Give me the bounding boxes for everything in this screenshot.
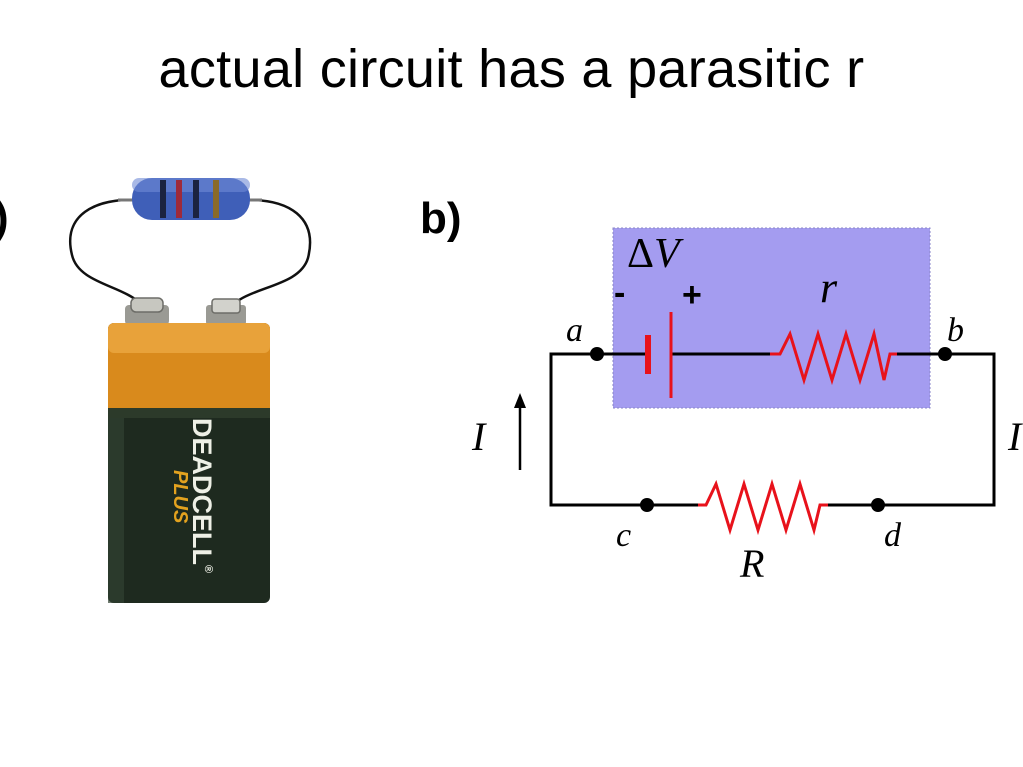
wire-right [224,198,312,319]
battery-brand-text: DEADCELL® [187,418,217,573]
panel-b-label: b) [420,194,462,243]
panel-a: ) DEADCELL® PLUS [0,178,312,603]
internal-resistor-symbol [770,328,897,386]
wire-left [69,198,148,319]
battery-brand: DEADCELL [187,418,217,565]
minus-sign: - [614,274,625,312]
delta-symbol: Δ [627,231,654,277]
plus-sign: + [682,276,702,314]
panel-a-label: ) [0,193,9,242]
load-resistor-symbol [698,478,828,536]
panel-b: b) ΔV - + r R a b [420,194,1023,586]
node-c-label: c [616,517,631,554]
node-d-label: d [884,517,902,554]
node-c-dot [640,498,654,512]
node-b-dot [938,347,952,361]
current-label-left: I [471,414,487,459]
battery-box [612,227,931,409]
wire-right-loop [878,352,996,507]
battery-brand-mark: ® [202,565,214,573]
node-d-dot [871,498,885,512]
load-resistance-label: R [739,541,764,586]
battery-body [108,323,270,603]
slide-title: actual circuit has a parasitic r [158,39,865,99]
battery-sub-text: PLUS [169,470,191,524]
photo-resistor [118,178,262,220]
wire-left-loop [549,352,647,507]
current-arrow-head [514,393,526,408]
internal-resistance-label: r [820,263,838,312]
current-label-right: I [1007,414,1023,459]
delta-v-label: ΔV [627,231,684,277]
voltage-symbol: V [654,231,684,277]
node-b-label: b [947,312,964,349]
node-a-label: a [566,312,583,349]
battery-terminals [125,297,246,325]
node-a-dot [590,347,604,361]
